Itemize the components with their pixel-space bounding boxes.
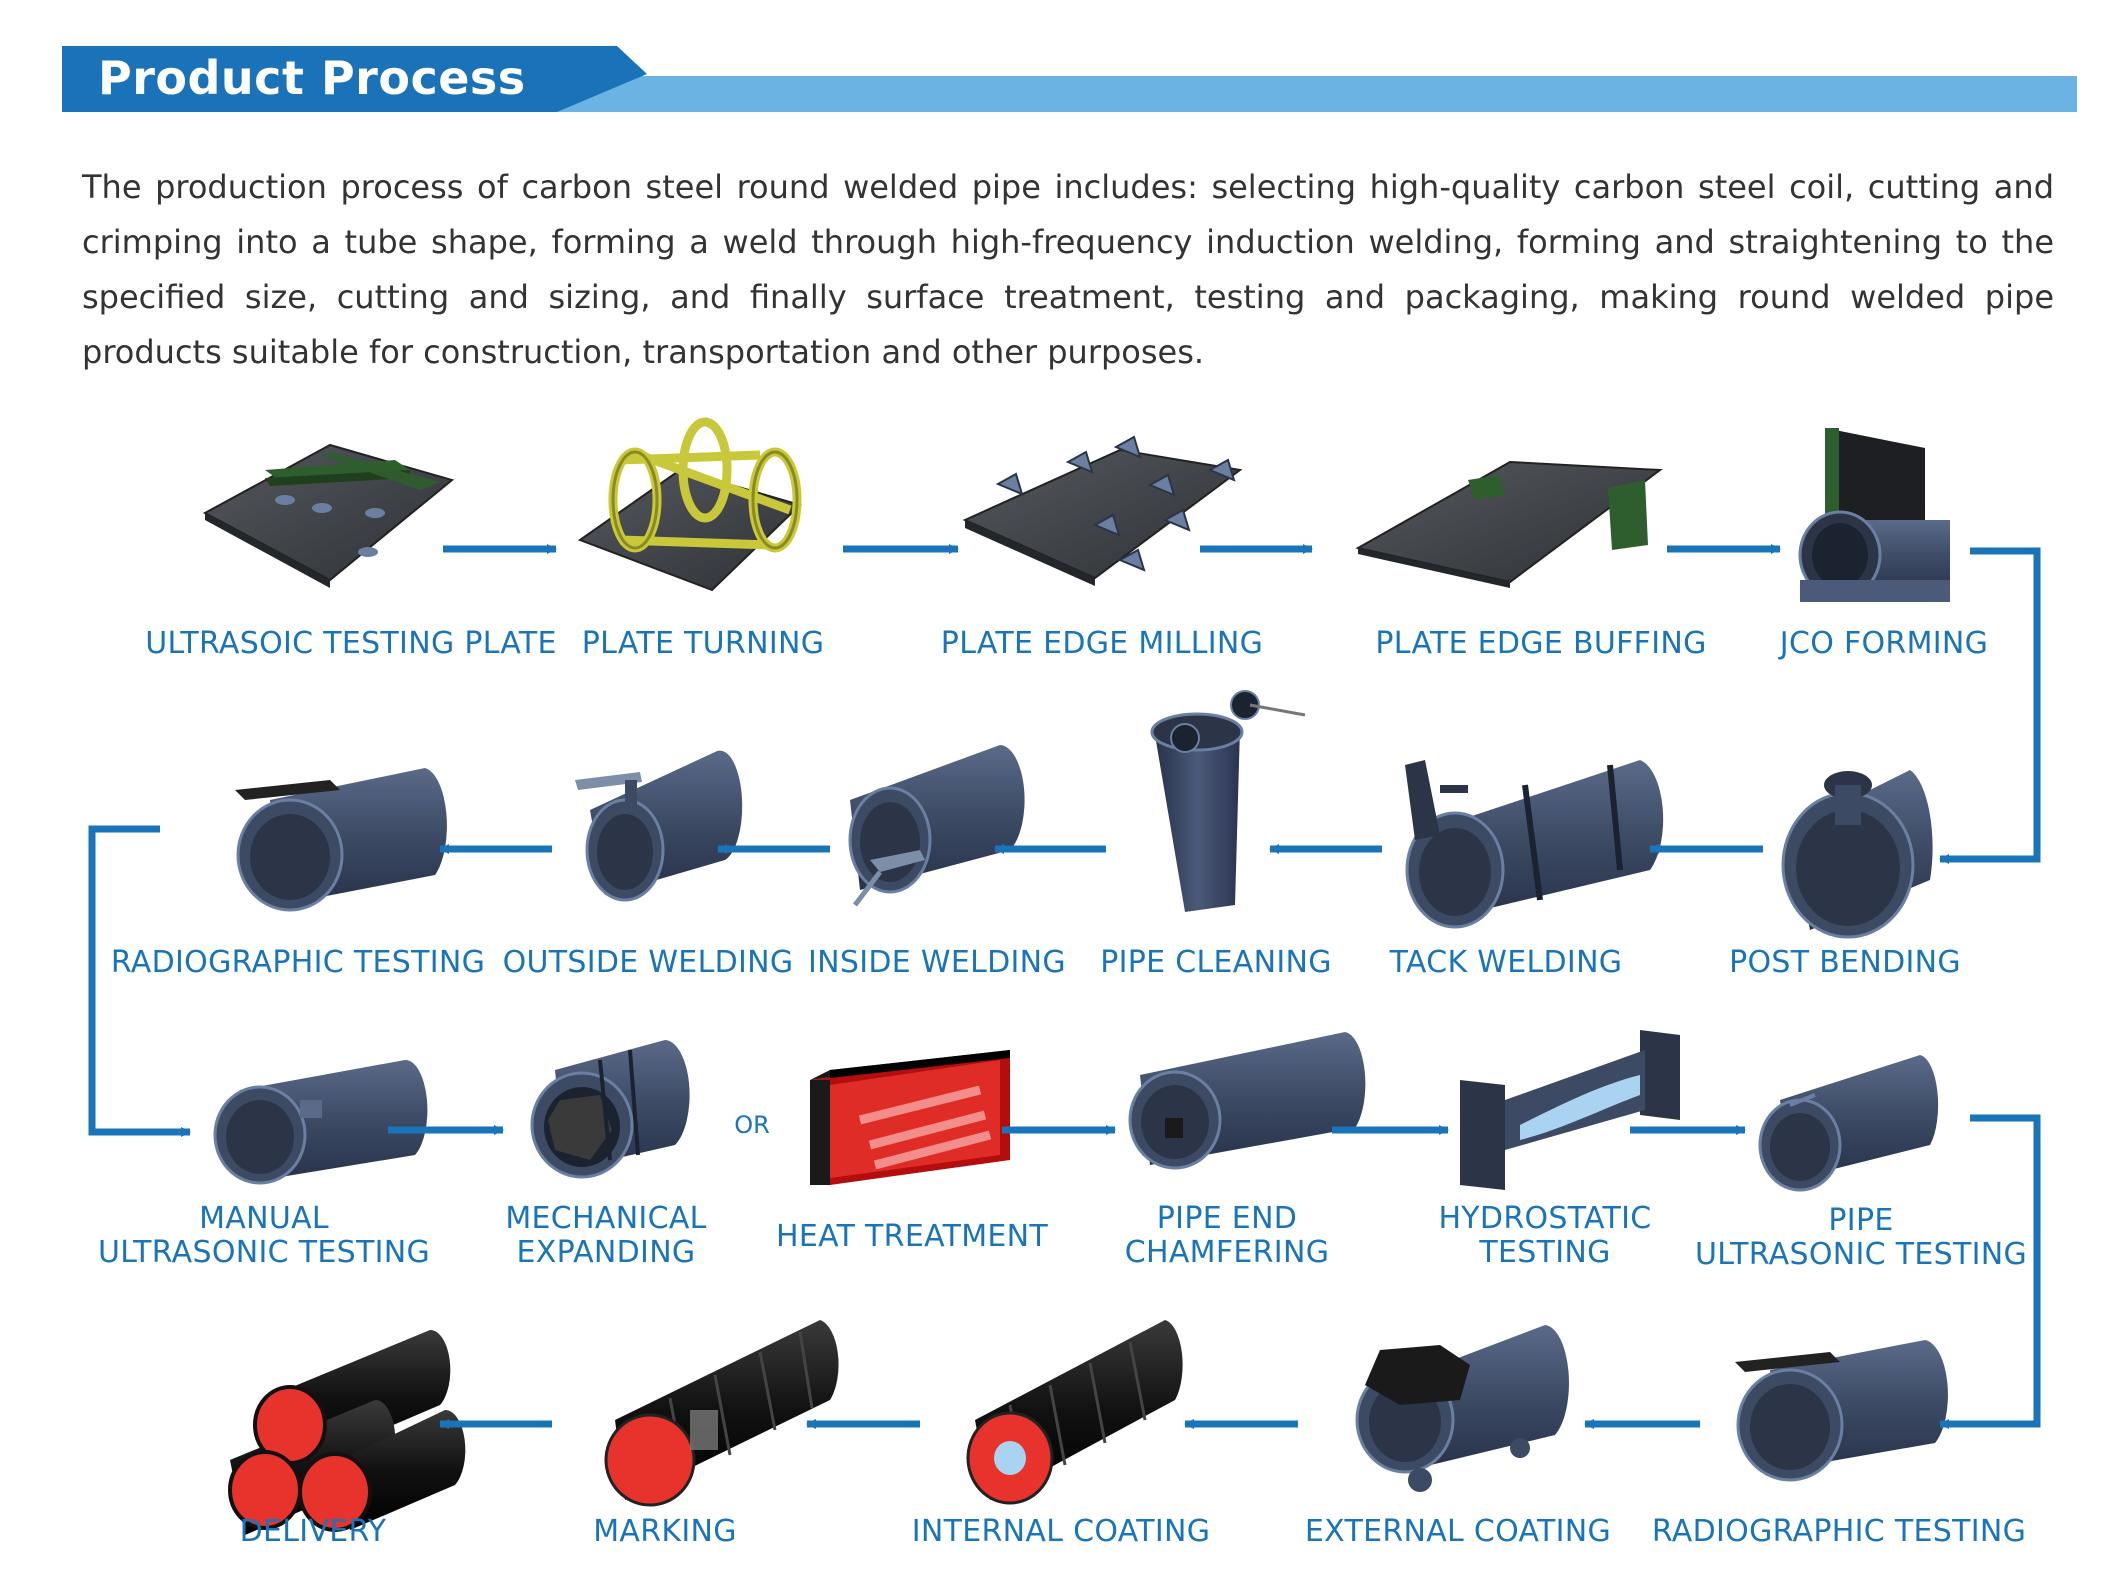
header-banner [62,46,2077,112]
stage-label-pipe-cleaning: PIPE CLEANING [1100,945,1332,980]
stage-label-hydrostatic-testing: HYDROSTATIC TESTING [1438,1202,1651,1270]
flow-connector-arrow [1939,1114,2041,1429]
stage-label-plate-edge-milling: PLATE EDGE MILLING [940,626,1264,661]
flow-connector-arrow [1939,547,2041,864]
stage-label-ultrasoic-testing-plate: ULTRASOIC TESTING PLATE [145,626,557,661]
stage-label-marking: MARKING [593,1514,737,1549]
stage-label-inside-welding: INSIDE WELDING [808,945,1066,980]
stage-label-line: ULTRASONIC TESTING [1694,1237,2028,1272]
stage-label-line: TESTING [1479,1235,1611,1270]
hydrostatic-test-icon [1460,1030,1680,1190]
heat-treatment-furnace-icon [810,1050,1010,1185]
stage-label-line: PIPE [1828,1203,1894,1238]
stage-label-line: EXPANDING [516,1235,696,1270]
tack-welding-pipe-icon [1405,760,1664,929]
stage-label-outside-welding: OUTSIDE WELDING [502,945,794,980]
stage-label-pipe-end-chamfering: PIPE END CHAMFERING [1125,1202,1330,1270]
internal-coating-pipe-icon [966,1320,1183,1505]
stage-label-line: MANUAL [199,1201,329,1236]
manual-ultrasonic-pipe-icon [213,1059,428,1185]
outside-welding-pipe-icon [575,750,743,902]
stage-label-tack-welding: TACK WELDING [1389,945,1623,980]
stage-label-heat-treatment: HEAT TREATMENT [775,1219,1049,1254]
stage-label-line: MECHANICAL [505,1201,707,1236]
stage-label-radiographic-testing: RADIOGRAPHIC TESTING [110,945,486,980]
stage-label-internal-coating: INTERNAL COATING [911,1514,1211,1549]
stage-label-radiographic-testing: RADIOGRAPHIC TESTING [1651,1514,2027,1549]
edge-milling-plate-icon [962,435,1243,586]
ultrasonic-pipe-icon [1758,1055,1939,1192]
stage-label-plate-edge-buffing: PLATE EDGE BUFFING [1375,626,1707,661]
external-coating-pipe-icon [1355,1325,1569,1492]
marked-pipe-icon [604,1320,839,1507]
stage-label-line: CHAMFERING [1124,1235,1330,1270]
plate-turning-frame-icon [577,417,802,592]
or-label: OR [734,1111,770,1139]
stage-label-pipe-ultrasonic-testing: PIPE ULTRASONIC TESTING [1695,1204,2027,1272]
stage-label-jco-forming: JCO FORMING [1779,626,1989,661]
stage-label-plate-turning: PLATE TURNING [581,626,825,661]
radiographic-pipe-icon [235,768,447,912]
intro-paragraph: The production process of carbon steel r… [82,168,2054,371]
radiographic-pipe-icon [1735,1340,1948,1482]
expanding-pipe-icon [530,1040,690,1179]
stage-label-line: HYDROSTATIC [1438,1201,1652,1236]
plate-ultrasonic-icon [202,443,455,588]
stage-label-manual-ultrasonic-testing: MANUAL ULTRASONIC TESTING [98,1202,430,1270]
vertical-pipe-cleaning-icon [1150,690,1306,912]
stage-label-delivery: DELIVERY [239,1514,387,1549]
stage-label-line: ULTRASONIC TESTING [97,1235,431,1270]
stage-label-mechanical-expanding: MECHANICAL EXPANDING [505,1202,706,1270]
stage-label-line: PIPE END [1156,1201,1298,1236]
pipe-stack-icon [228,1329,466,1535]
flow-connector-arrow [88,825,191,1137]
inside-welding-pipe-icon [848,745,1025,907]
section-title: Product Process [98,51,526,105]
jco-press-pipe-icon [1798,428,1950,602]
post-bending-pipe-icon [1781,770,1933,939]
stage-label-external-coating: EXTERNAL COATING [1304,1514,1612,1549]
section-header: Product Process [62,44,2077,112]
stage-label-post-bending: POST BENDING [1729,945,1961,980]
edge-buffing-plate-icon [1355,460,1663,588]
chamfering-pipe-icon [1128,1032,1366,1170]
